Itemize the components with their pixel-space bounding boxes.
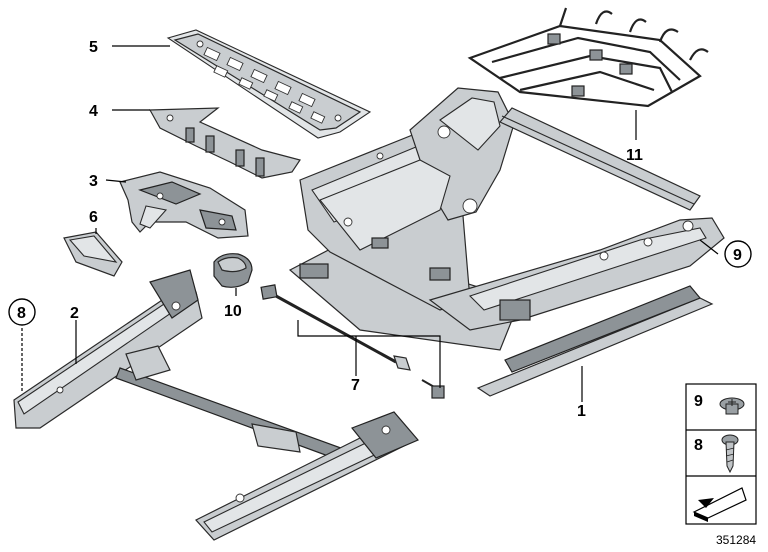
callout-9-ring <box>724 240 752 268</box>
callout-10: 10 <box>224 303 242 320</box>
torx-screw-icon <box>719 397 745 415</box>
callout-6: 6 <box>89 209 98 226</box>
callout-8-ring <box>8 298 36 326</box>
part-11-spring-mat <box>467 7 709 108</box>
part-5-seat-pan <box>166 29 372 139</box>
callout-2: 2 <box>70 305 79 322</box>
part-6-trim-cap <box>63 231 123 277</box>
callout-7: 7 <box>351 377 360 394</box>
part-4-bracket <box>148 107 301 179</box>
callout-11: 11 <box>626 147 643 164</box>
callout-3: 3 <box>89 173 98 190</box>
arrow-wedge-icon <box>692 487 747 522</box>
part-3-control-module <box>119 171 249 239</box>
document-number: 351284 <box>716 533 756 547</box>
part-1-seat-frame <box>288 87 725 397</box>
legend-item-9-label: 9 <box>694 393 703 410</box>
part-7-spindle-set <box>260 284 445 399</box>
leader-lines <box>21 45 719 402</box>
legend-item-8-label: 8 <box>694 437 703 454</box>
callout-8: 8 <box>17 305 26 322</box>
part-2-seat-rails <box>13 269 419 541</box>
callout-4: 4 <box>89 103 98 120</box>
callout-1: 1 <box>577 403 586 420</box>
callout-5: 5 <box>89 39 98 56</box>
fastener-legend: 9 8 <box>685 383 757 525</box>
callout-9: 9 <box>733 247 742 264</box>
part-10-knob <box>213 253 253 288</box>
callouts: 5 4 3 6 2 8 10 7 1 9 11 <box>8 39 752 420</box>
screw-icon <box>721 434 739 474</box>
